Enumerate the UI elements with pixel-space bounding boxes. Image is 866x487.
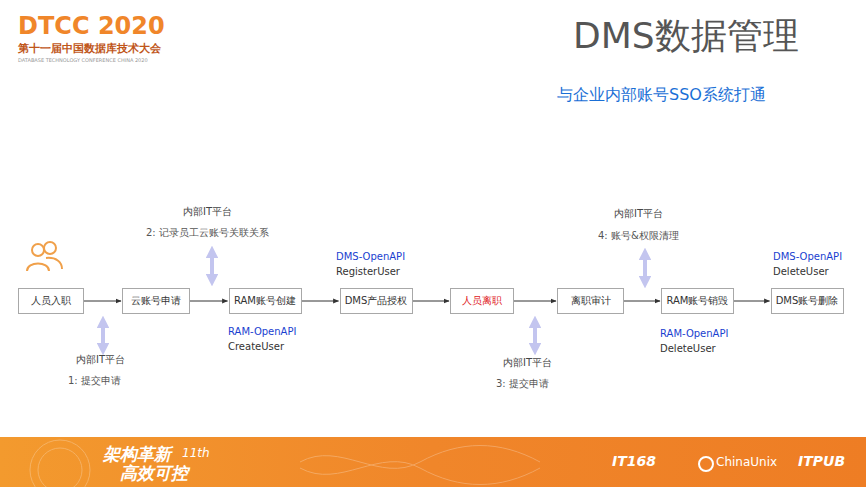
chinaunix-icon bbox=[699, 457, 713, 471]
process-box: RAM账号创建 bbox=[229, 288, 302, 314]
people-icon bbox=[27, 242, 62, 271]
flow-arrow bbox=[302, 301, 339, 302]
api-name: RAM-OpenAPI bbox=[660, 328, 728, 340]
double-arrows bbox=[103, 252, 645, 349]
platform-label: 内部IT平台 bbox=[614, 208, 663, 220]
api-method: RegisterUser bbox=[336, 266, 400, 278]
sponsor-logo: ChinaUnix bbox=[716, 455, 777, 469]
api-name: DMS-OpenAPI bbox=[336, 251, 405, 263]
process-box: 云账号申请 bbox=[122, 288, 190, 314]
slogan: 高效可控 bbox=[120, 463, 188, 483]
box-text: 离职审计 bbox=[571, 295, 611, 307]
logo-text: DTCC 2020 bbox=[18, 12, 165, 41]
box-text: DMS产品授权 bbox=[345, 295, 408, 307]
process-box: DMS账号删除 bbox=[771, 288, 844, 314]
footer-band bbox=[0, 437, 866, 487]
api-method: DeleteUser bbox=[773, 266, 829, 278]
logo-subtitle: 第十一届中国数据库技术大会 bbox=[18, 42, 161, 55]
slogan: 架构革新 bbox=[103, 444, 171, 464]
api-method: CreateUser bbox=[228, 341, 284, 353]
box-text: RAM账号销毁 bbox=[666, 295, 728, 307]
flow-arrow bbox=[734, 301, 770, 302]
platform-label: 内部IT平台 bbox=[76, 354, 125, 366]
box-text: 人员入职 bbox=[31, 295, 71, 307]
process-box: DMS产品授权 bbox=[340, 288, 413, 314]
process-box: 人员入职 bbox=[18, 288, 84, 314]
box-text: 人员离职 bbox=[462, 295, 502, 307]
step-label: 3: 提交申请 bbox=[496, 378, 549, 390]
sponsor-logo: IT168 bbox=[612, 453, 656, 470]
box-text: 云账号申请 bbox=[131, 295, 181, 307]
process-box: 人员离职 bbox=[450, 288, 514, 314]
process-box: 离职审计 bbox=[557, 288, 624, 314]
sponsor-logo: ITPUB bbox=[798, 453, 845, 470]
flow-arrow bbox=[514, 301, 556, 302]
flow-arrow bbox=[624, 301, 660, 302]
api-name: DMS-OpenAPI bbox=[773, 251, 842, 263]
platform-label: 内部IT平台 bbox=[183, 206, 232, 218]
logo-english: DATABASE TECHNOLOGY CONFERENCE CHINA 202… bbox=[18, 57, 148, 63]
api-method: DeleteUser bbox=[660, 343, 716, 355]
step-label: 4: 账号&权限清理 bbox=[598, 230, 679, 242]
flow-arrow bbox=[190, 301, 228, 302]
flow-arrow bbox=[413, 301, 450, 302]
box-text: DMS账号删除 bbox=[776, 295, 839, 307]
step-label: 1: 提交申请 bbox=[68, 375, 121, 387]
process-box: RAM账号销毁 bbox=[661, 288, 734, 314]
step-label: 2: 记录员工云账号关联关系 bbox=[146, 227, 269, 239]
footer-texture bbox=[30, 440, 540, 487]
api-name: RAM-OpenAPI bbox=[228, 326, 296, 338]
slide-title: DMS数据管理 bbox=[573, 16, 799, 56]
slogan-number: 11th bbox=[182, 446, 210, 460]
box-text: RAM账号创建 bbox=[234, 295, 296, 307]
platform-label: 内部IT平台 bbox=[503, 357, 552, 369]
subtitle: 与企业内部账号SSO系统打通 bbox=[557, 85, 766, 104]
flow-arrow bbox=[84, 301, 121, 302]
